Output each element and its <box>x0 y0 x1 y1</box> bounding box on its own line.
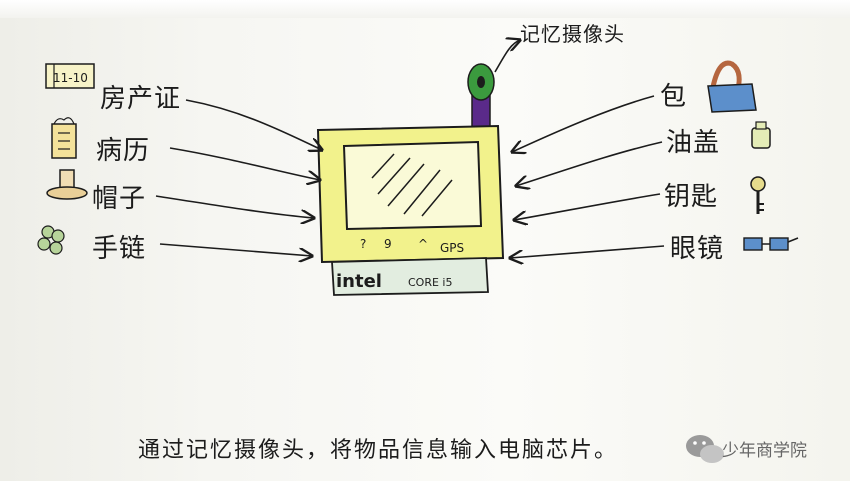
indicator-3: ^ <box>418 237 428 251</box>
indicator-gps: GPS <box>440 241 464 255</box>
oil-cap-icon <box>751 121 771 149</box>
label-property-deed: 房产证 <box>100 84 182 114</box>
label-memory-camera: 记忆摄像头 <box>520 22 625 46</box>
glasses-icon <box>743 237 799 251</box>
watermark-brand: 少年商学院 <box>722 441 807 460</box>
deed-icon-text: 11-10 <box>53 71 88 85</box>
left-arrows <box>155 99 322 256</box>
label-glasses: 眼镜 <box>670 234 725 264</box>
right-arrows <box>510 95 665 258</box>
bag-icon <box>707 60 757 113</box>
camera-icon <box>467 40 520 141</box>
top-band <box>0 0 850 18</box>
scroll-icon <box>51 117 77 159</box>
indicator-1: ? <box>360 237 366 251</box>
hat-icon <box>46 169 88 200</box>
device <box>316 124 505 296</box>
wechat-icon <box>686 435 724 463</box>
screen-glare <box>371 153 453 217</box>
caption: 通过记忆摄像头，将物品信息输入电脑芯片。 <box>138 438 619 463</box>
label-bracelet: 手链 <box>92 234 147 264</box>
deed-icon <box>45 63 95 89</box>
label-bag: 包 <box>660 82 688 112</box>
label-keys: 钥匙 <box>664 182 719 212</box>
bracelet-icon <box>37 225 65 255</box>
key-icon <box>750 176 766 214</box>
chip-model-label: CORE i5 <box>408 276 452 289</box>
indicator-2: 9 <box>384 237 392 251</box>
label-hat: 帽子 <box>92 184 147 214</box>
label-oil-cap: 油盖 <box>666 128 721 158</box>
chip-brand-label: intel <box>336 271 382 292</box>
label-medical-record: 病历 <box>96 136 151 166</box>
